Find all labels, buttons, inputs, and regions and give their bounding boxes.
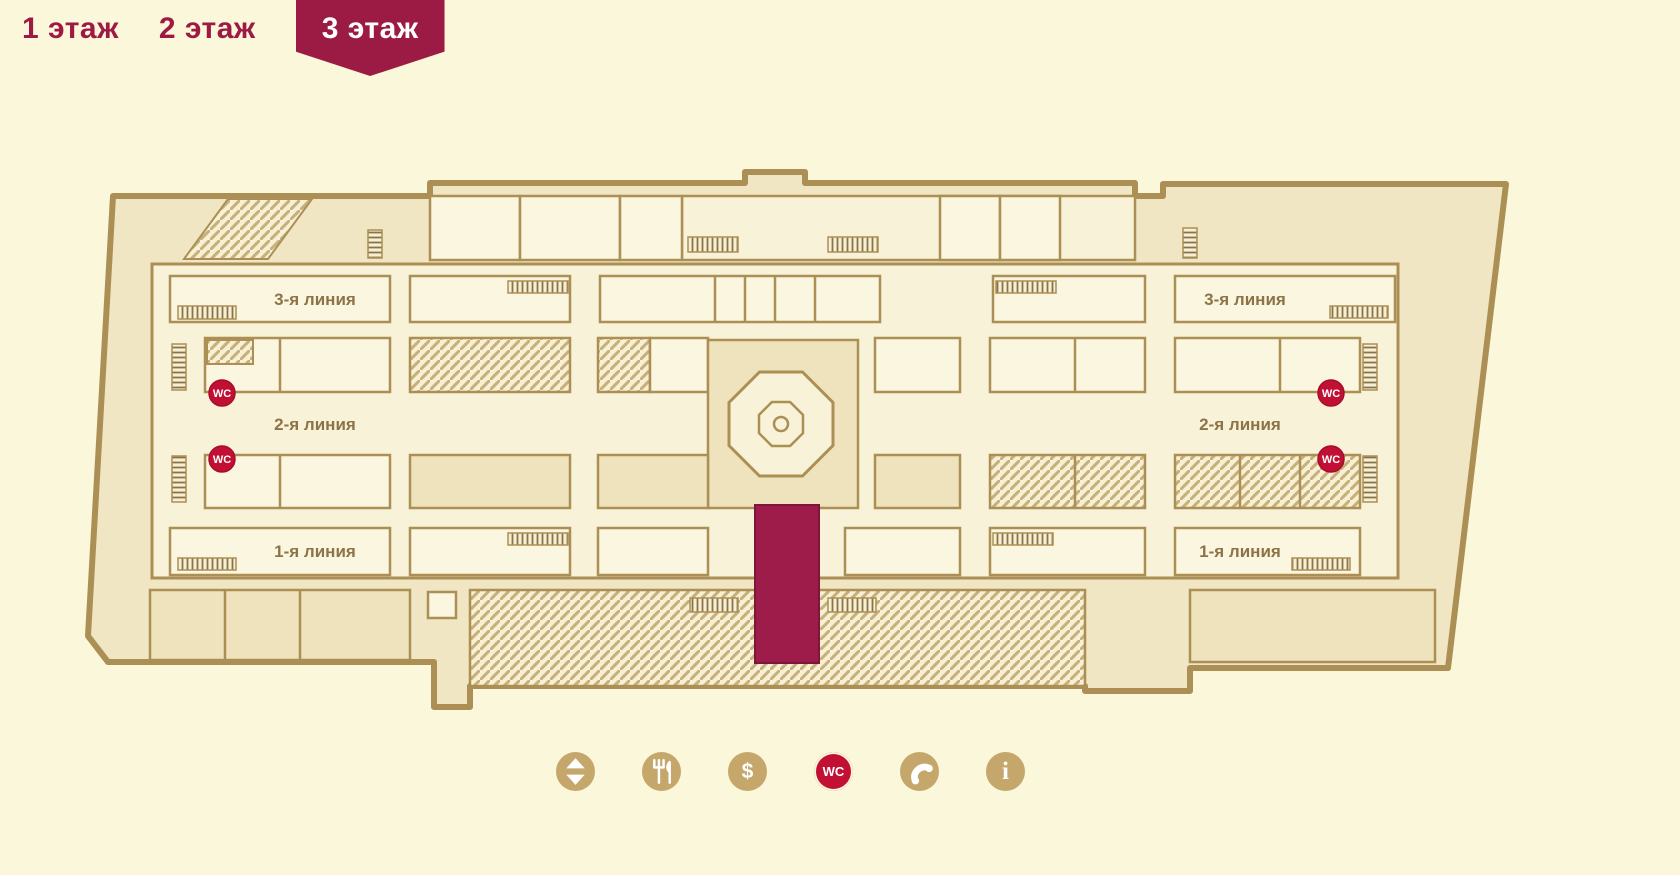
hatched-area <box>182 198 314 260</box>
phone-handset-icon <box>911 763 933 785</box>
stairs-icon <box>367 229 383 259</box>
tab-floor-1[interactable]: 1 этаж <box>22 12 119 45</box>
atrium <box>706 338 860 510</box>
escalator-icon <box>827 236 879 253</box>
phone-icon[interactable] <box>900 752 939 791</box>
hatched-room <box>206 339 254 365</box>
stairs-icon <box>1182 227 1198 259</box>
escalator-icon <box>1291 557 1351 571</box>
stairs-icon <box>171 343 187 391</box>
label-line-2-left: 2-я линия <box>274 415 356 434</box>
stairs-icon <box>1362 343 1378 391</box>
hatched-room <box>988 453 1147 510</box>
fork-knife-icon <box>653 758 671 785</box>
info-letter: i <box>1002 758 1009 785</box>
up-down-arrows-icon <box>566 758 585 785</box>
wc-label: WC <box>822 764 845 779</box>
atrium-octagon <box>727 370 835 478</box>
wc-icon[interactable]: WC <box>814 752 853 791</box>
escalator-icon <box>177 305 237 320</box>
hatched-room <box>596 336 652 394</box>
row-line-3 <box>168 274 1397 324</box>
food-court-icon[interactable] <box>642 752 681 791</box>
label-line-1-left: 1-я линия <box>274 542 356 561</box>
currency-icon[interactable]: $ <box>728 752 767 791</box>
stairs-icon <box>171 455 187 503</box>
row-2-upper-shops <box>171 336 1378 394</box>
fountain-icon <box>772 415 790 433</box>
escalator-icon <box>995 280 1057 294</box>
escalator-icon <box>177 557 237 571</box>
highlighted-store[interactable] <box>754 504 820 664</box>
wc-badge[interactable]: WC <box>1317 445 1345 473</box>
tab-floor-3[interactable]: 3 этаж <box>295 0 445 76</box>
stairs-icon <box>1362 455 1378 503</box>
row-line-1 <box>168 526 1362 577</box>
label-line-3-right: 3-я линия <box>1204 290 1286 309</box>
escalator-icon <box>992 532 1054 546</box>
plan-labels: 3-я линия 2-я линия 1-я линия 3-я линия … <box>274 290 1286 561</box>
info-icon[interactable]: i <box>986 752 1025 791</box>
elevator-icon[interactable] <box>556 752 595 791</box>
dollar-icon: $ <box>741 760 754 783</box>
tab-floor-2[interactable]: 2 этаж <box>158 12 256 45</box>
escalator-icon <box>507 532 569 546</box>
row-2-lower-shops <box>171 453 1378 510</box>
escalator-icon <box>1329 305 1389 319</box>
svg-text:WC: WC <box>213 388 231 400</box>
wc-badge[interactable]: WC <box>208 445 236 473</box>
floor-tabs: 1 этаж 2 этаж 3 этаж <box>22 0 445 76</box>
label-line-2-right: 2-я линия <box>1199 415 1281 434</box>
hatched-room <box>408 336 572 394</box>
label-line-1-right: 1-я линия <box>1199 542 1281 561</box>
svg-text:WC: WC <box>213 454 231 466</box>
wc-badge[interactable]: WC <box>1317 379 1345 407</box>
escalator-icon <box>507 280 569 294</box>
escalator-icon <box>689 597 739 613</box>
wc-badge[interactable]: WC <box>208 379 236 407</box>
legend: $ WC i <box>556 752 1025 791</box>
svg-text:WC: WC <box>1322 388 1340 400</box>
escalator-icon <box>687 236 739 253</box>
top-band-rooms <box>182 194 1198 262</box>
escalator-icon <box>827 597 877 613</box>
svg-text:WC: WC <box>1322 454 1340 466</box>
label-line-3-left: 3-я линия <box>274 290 356 309</box>
